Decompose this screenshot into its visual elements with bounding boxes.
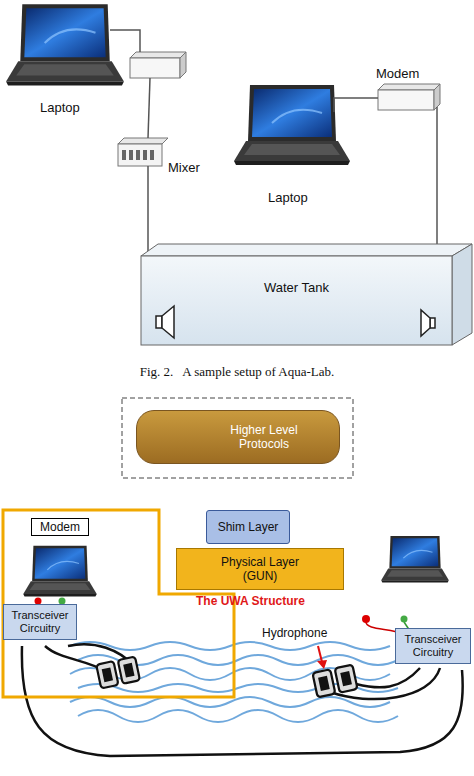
node-label: Physical Layer (GUN): [210, 555, 310, 584]
modem-device: [378, 90, 434, 110]
text-label: Mixer: [168, 160, 200, 175]
laptop-icon: [234, 85, 350, 165]
tank-box: Water Tank: [141, 256, 452, 345]
node-label: Transceiver Circuitry: [398, 633, 468, 659]
laptop-icon: [23, 546, 96, 597]
figure-caption: Fig. 2. A sample setup of Aqua-Lab.: [0, 364, 474, 380]
text-label: Hydrophone: [262, 626, 327, 640]
laptop-icon: [381, 536, 449, 583]
hydrophone-symbol: [312, 665, 357, 698]
dashed-frame: [122, 398, 353, 478]
terminal-dot: [362, 615, 370, 623]
wave-line: [70, 642, 390, 650]
text-label: Modem: [376, 66, 419, 81]
tank-top: [141, 244, 472, 256]
wire: [38, 604, 412, 634]
speaker-symbol: [156, 306, 435, 338]
mixer-device: [118, 144, 162, 166]
protocol-box: Higher Level Protocols: [136, 410, 340, 464]
leader-arrow: [317, 646, 327, 669]
terminal-dot: [401, 616, 408, 623]
hydrophone-symbol: [96, 657, 140, 689]
text-label: The UWA Structure: [196, 594, 305, 608]
tank-side: [452, 244, 472, 345]
modem-tag: Modem: [31, 518, 89, 536]
text-label: Laptop: [268, 190, 308, 205]
node-label: Water Tank: [264, 280, 329, 296]
node-label: Shim Layer: [218, 520, 279, 534]
transceiver-box: Transceiver Circuitry: [395, 628, 471, 664]
layer-box: Shim Layer: [206, 510, 290, 544]
tank-front: [141, 256, 452, 345]
device-box: [130, 58, 180, 78]
laptop-icon: [6, 4, 124, 85]
layer-box: Physical Layer (GUN): [176, 548, 344, 590]
wave-line: [78, 710, 398, 722]
node-label: Higher Level Protocols: [207, 423, 321, 452]
text-label: Laptop: [40, 100, 80, 115]
transceiver-box: Transceiver Circuitry: [3, 604, 77, 640]
node-label: Transceiver Circuitry: [6, 609, 74, 635]
